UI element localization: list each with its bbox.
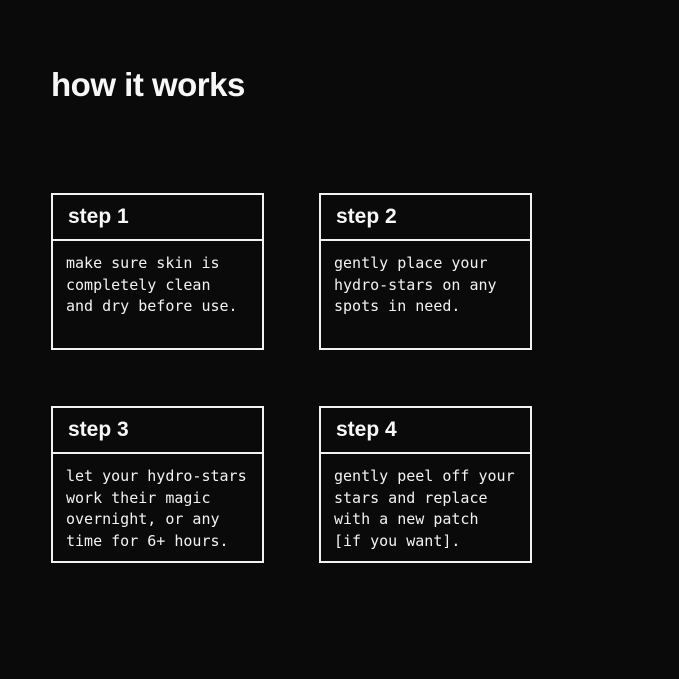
body-line: overnight, or any <box>66 510 220 528</box>
body-line: completely clean <box>66 275 211 294</box>
step-card-2-header: step 2 <box>321 195 530 241</box>
page-title: how it works <box>51 66 245 103</box>
steps-grid: step 1 make sure skin is completely clea… <box>51 193 532 563</box>
step-3-label: step 3 <box>68 418 129 441</box>
step-4-label: step 4 <box>336 418 397 441</box>
body-line: stars and replace <box>334 488 488 507</box>
body-line: and dry before use. <box>66 297 238 315</box>
body-line: spots in need. <box>334 297 461 315</box>
body-line: let your hydro-stars <box>66 467 247 485</box>
body-line: make sure skin is <box>66 254 220 272</box>
step-card-4-header: step 4 <box>321 408 530 454</box>
body-line: work their magic <box>66 488 211 507</box>
body-line: gently peel off your <box>334 467 515 485</box>
step-card-3-body: let your hydro-stars work their magic ov… <box>53 454 262 552</box>
step-card-4-body: gently peel off your stars and replace w… <box>321 454 530 552</box>
body-line: hydro-stars on any <box>334 275 497 294</box>
step-2-label: step 2 <box>336 205 397 228</box>
body-line: [if you want]. <box>334 531 461 550</box>
body-line: time for 6+ hours. <box>66 531 229 550</box>
step-card-2: step 2 gently place your hydro-stars on … <box>319 193 532 350</box>
body-line: gently place your <box>334 254 488 272</box>
body-line: with a new patch <box>334 510 479 528</box>
step-card-1-body: make sure skin is completely clean and d… <box>53 241 262 318</box>
step-card-1: step 1 make sure skin is completely clea… <box>51 193 264 350</box>
step-card-1-header: step 1 <box>53 195 262 241</box>
step-card-3-header: step 3 <box>53 408 262 454</box>
step-card-2-body: gently place your hydro-stars on any spo… <box>321 241 530 318</box>
step-card-4: step 4 gently peel off your stars and re… <box>319 406 532 563</box>
step-1-label: step 1 <box>68 205 129 228</box>
step-card-3: step 3 let your hydro-stars work their m… <box>51 406 264 563</box>
